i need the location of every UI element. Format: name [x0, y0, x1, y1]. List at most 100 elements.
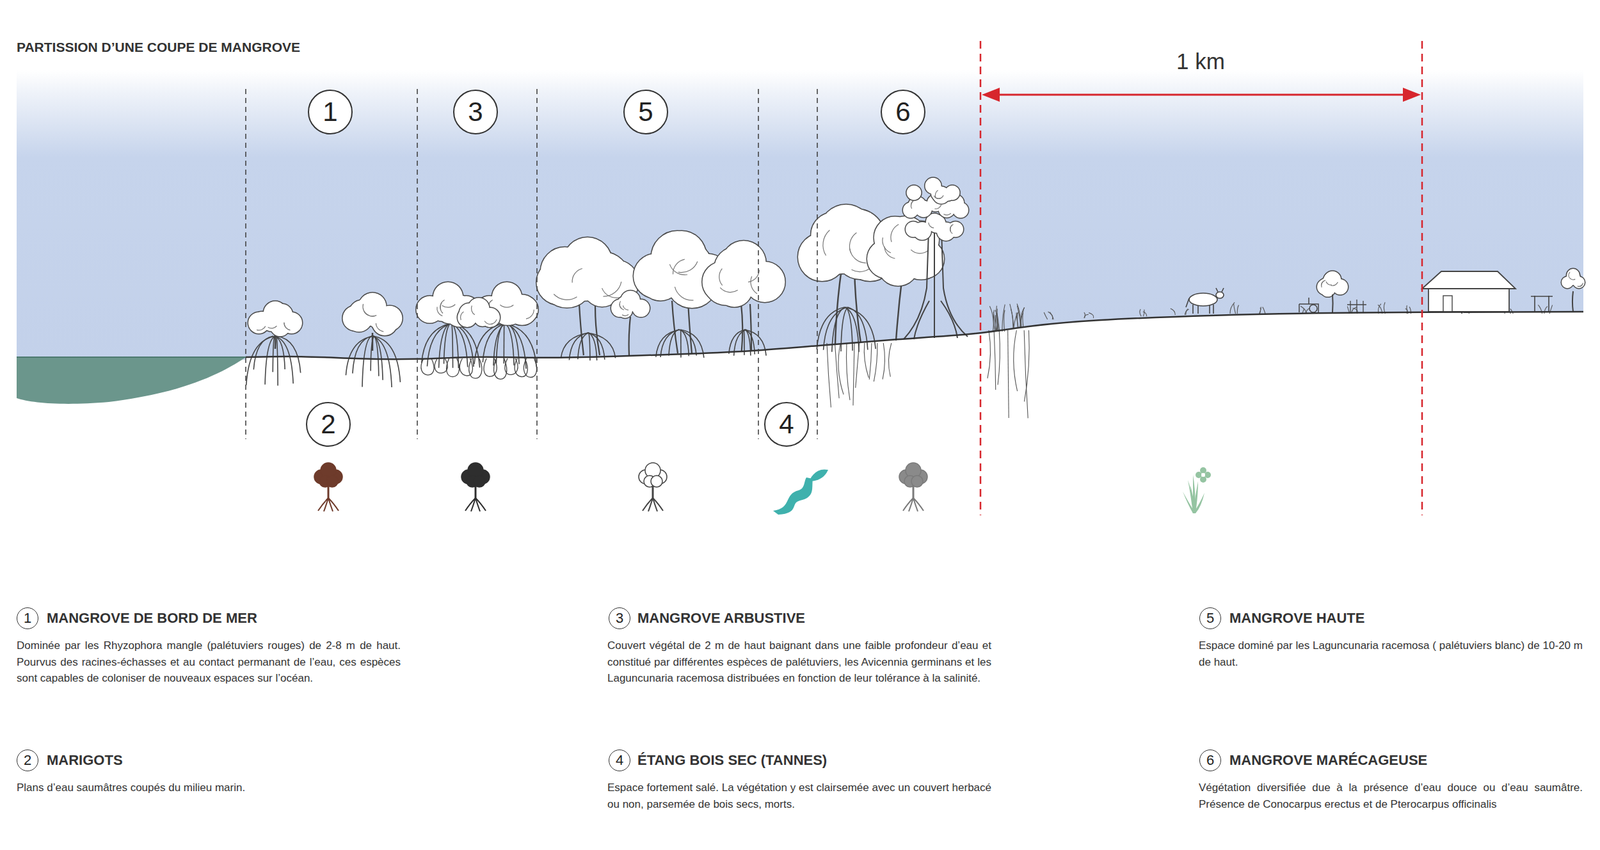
- house-wall: [1428, 286, 1510, 312]
- grass-blade: [1300, 305, 1306, 314]
- grass-blade: [1237, 305, 1239, 314]
- grass-blade: [1088, 312, 1094, 319]
- diagram-title: PARTISSION D’UNE COUPE DE MANGROVE: [16, 39, 301, 56]
- canopy-texture: [1569, 277, 1576, 280]
- canopy-fill: [716, 270, 752, 307]
- callout-circle: 6: [880, 89, 926, 135]
- canopy-texture: [437, 307, 443, 317]
- sea-surface: [16, 356, 246, 358]
- canopy-outline: [433, 296, 457, 320]
- zone-separator: [757, 88, 760, 440]
- canopy-texture: [849, 232, 857, 255]
- canopy-texture: [935, 190, 938, 198]
- tree-trunk: [835, 268, 842, 345]
- tree-icon: [638, 462, 667, 512]
- canopy-outline: [716, 270, 752, 307]
- canopy-outline: [932, 186, 950, 205]
- stilt-root: [503, 323, 537, 367]
- legend-number-circle: 6: [1199, 749, 1222, 772]
- canopy-fill: [545, 254, 593, 302]
- canopy-outline: [913, 222, 932, 240]
- callout-number: 3: [467, 98, 483, 126]
- canopy-texture: [284, 322, 290, 331]
- stilt-root: [371, 336, 392, 388]
- canopy-texture: [268, 325, 278, 329]
- ground-line: [245, 311, 1584, 360]
- stilt-root: [276, 336, 301, 373]
- tree-trunk: [371, 332, 374, 351]
- stilt-root: [246, 336, 277, 386]
- section-description: Espace fortement salé. La végétation y e…: [607, 779, 992, 813]
- deep-root: [987, 330, 991, 379]
- house-roof: [1422, 271, 1516, 289]
- canopy-fill: [433, 296, 457, 320]
- icon-canopy: [911, 475, 923, 488]
- canopy-texture: [622, 305, 629, 310]
- legend-number-circle: 1: [16, 607, 39, 630]
- canopy-texture: [460, 311, 464, 320]
- callout-circle: 1: [307, 89, 353, 135]
- stilt-root: [678, 329, 697, 356]
- grass-blade: [1016, 312, 1019, 328]
- canopy-texture: [1331, 282, 1339, 286]
- callout-number: 1: [23, 611, 32, 626]
- deep-root: [1008, 330, 1010, 418]
- canopy-texture: [1578, 282, 1583, 287]
- canopy-texture: [471, 305, 475, 315]
- icon-roots: [642, 497, 664, 512]
- canopy-texture: [950, 224, 954, 232]
- root-loop: [434, 358, 448, 374]
- canopy-texture: [678, 261, 698, 272]
- icon-canopy: [473, 475, 486, 488]
- deep-root: [853, 343, 855, 406]
- cow-body: [1189, 293, 1218, 306]
- canopy-fill: [1566, 273, 1579, 286]
- canopy-texture: [499, 304, 514, 308]
- callout-circle: 4: [764, 401, 809, 447]
- deep-root: [869, 343, 872, 380]
- legend-number-circle: 4: [608, 749, 631, 772]
- section-heading: MANGROVE ARBUSTIVE: [637, 609, 806, 627]
- canopy-texture: [1568, 272, 1570, 278]
- deep-root: [846, 343, 850, 400]
- tree-icon: [314, 462, 343, 512]
- stilt-root: [276, 336, 278, 386]
- stilt-root: [272, 336, 275, 372]
- stilt-root: [253, 336, 274, 370]
- callout-number: 1: [322, 98, 338, 126]
- canopy-texture: [375, 323, 384, 332]
- canopy-texture: [884, 247, 895, 259]
- icon-canopy: [650, 475, 663, 488]
- canopy-fill: [474, 305, 492, 323]
- leaf-icon: [808, 469, 829, 482]
- cow-legs: [1185, 288, 1224, 314]
- deep-root: [882, 343, 885, 380]
- canopy-texture: [619, 300, 622, 309]
- grass-blade: [1259, 307, 1261, 314]
- stilt-root: [844, 307, 859, 352]
- canopy-fill: [932, 186, 950, 205]
- section-description: Espace dominé par les Laguncunaria racem…: [1198, 637, 1583, 671]
- stilt-root: [264, 336, 276, 385]
- stilt-root: [352, 336, 373, 374]
- cow-head: [1216, 291, 1224, 299]
- grass-blade: [1185, 309, 1190, 315]
- house: [1422, 271, 1516, 312]
- house-door: [1443, 295, 1453, 312]
- canopy-texture: [484, 321, 493, 325]
- tree-canopy: [457, 298, 500, 328]
- icon-canopy: [326, 475, 338, 488]
- stilt-root: [586, 332, 616, 358]
- tree-trunk: [741, 304, 743, 351]
- callout-number: 2: [23, 753, 32, 768]
- canopy-texture: [572, 268, 583, 283]
- flower-petal: [1195, 471, 1202, 479]
- section-description: Couvert végétal de 2 m de haut baignant …: [607, 637, 992, 687]
- callout-number: 4: [778, 410, 794, 438]
- stilt-root: [668, 329, 679, 356]
- stilt-root: [345, 336, 374, 376]
- callout-number: 5: [638, 98, 653, 126]
- zone-separator: [816, 88, 818, 440]
- canopy-outline: [616, 295, 634, 313]
